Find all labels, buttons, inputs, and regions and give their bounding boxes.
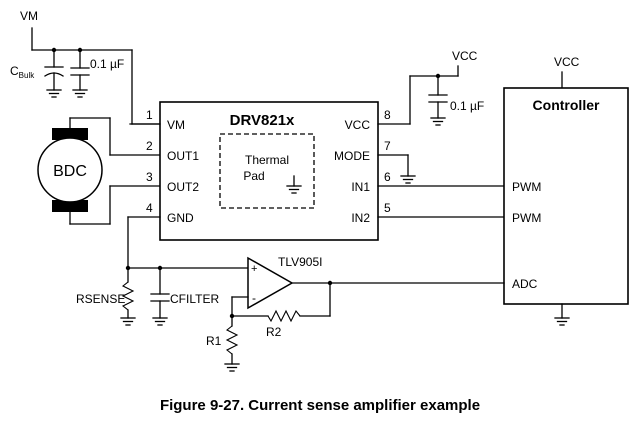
pin-number-6: 6 — [384, 170, 391, 184]
pin-name-gnd: GND — [167, 211, 194, 225]
r1-label: R1 — [206, 334, 222, 348]
pin-name-out1: OUT1 — [167, 149, 199, 163]
pin-name-mode: MODE — [334, 149, 370, 163]
sense-network: RSENSE CFILTER — [76, 216, 249, 326]
thermal-pad-label-1: Thermal — [245, 153, 289, 167]
cfilter-label: CFILTER — [170, 292, 219, 306]
controller-adc: ADC — [512, 277, 538, 291]
op-amp-label: TLV905I — [278, 255, 322, 269]
pin-name-in1: IN1 — [351, 180, 370, 194]
pin-name-out2: OUT2 — [167, 180, 199, 194]
op-amp-plus: + — [251, 263, 257, 275]
controller-pwm-1: PWM — [512, 180, 541, 194]
vm-label: VM — [20, 9, 38, 23]
pin-number-8: 8 — [384, 108, 391, 122]
pin-number-4: 4 — [146, 201, 153, 215]
pin-number-1: 1 — [146, 108, 153, 122]
controller-pwm-2: PWM — [512, 211, 541, 225]
vm-decoupling-capacitor: 0.1 µF — [70, 49, 124, 98]
bulk-capacitor: CBulk — [10, 49, 64, 98]
c1-label: 0.1 µF — [90, 57, 124, 71]
cbulk-label: CBulk — [10, 64, 35, 80]
thermal-pad — [219, 133, 315, 209]
vcc-supply-driver: VCC 0.1 µF — [377, 49, 484, 126]
pin-number-2: 2 — [146, 139, 153, 153]
pin-number-3: 3 — [146, 170, 153, 184]
driver-title: DRV821x — [230, 112, 295, 129]
thermal-pad-label-2: Pad — [243, 169, 264, 183]
bdc-motor: BDC — [37, 117, 161, 225]
rsense-label: RSENSE — [76, 292, 125, 306]
controller: VCC Controller PWM PWM ADC — [503, 55, 629, 326]
pin-name-vcc: VCC — [345, 118, 371, 132]
op-amp: + - TLV905I R2 R1 — [206, 255, 505, 372]
pin-number-5: 5 — [384, 201, 391, 215]
figure-caption: Figure 9-27. Current sense amplifier exa… — [160, 397, 480, 414]
pin-name-in2: IN2 — [351, 211, 370, 225]
controller-title: Controller — [533, 97, 600, 113]
motor-label: BDC — [53, 163, 87, 180]
vcc-right-label: VCC — [554, 55, 580, 69]
mode-ground — [377, 154, 416, 184]
op-amp-minus: - — [252, 291, 256, 305]
r2-label: R2 — [266, 325, 282, 339]
vcc-left-label: VCC — [452, 49, 478, 63]
driver-ic: DRV821x Thermal Pad 1 VM 2 OUT1 3 OUT2 4… — [127, 101, 391, 241]
c2-label: 0.1 µF — [450, 99, 484, 113]
pin-number-7: 7 — [384, 139, 391, 153]
pin-name-vm: VM — [167, 118, 185, 132]
